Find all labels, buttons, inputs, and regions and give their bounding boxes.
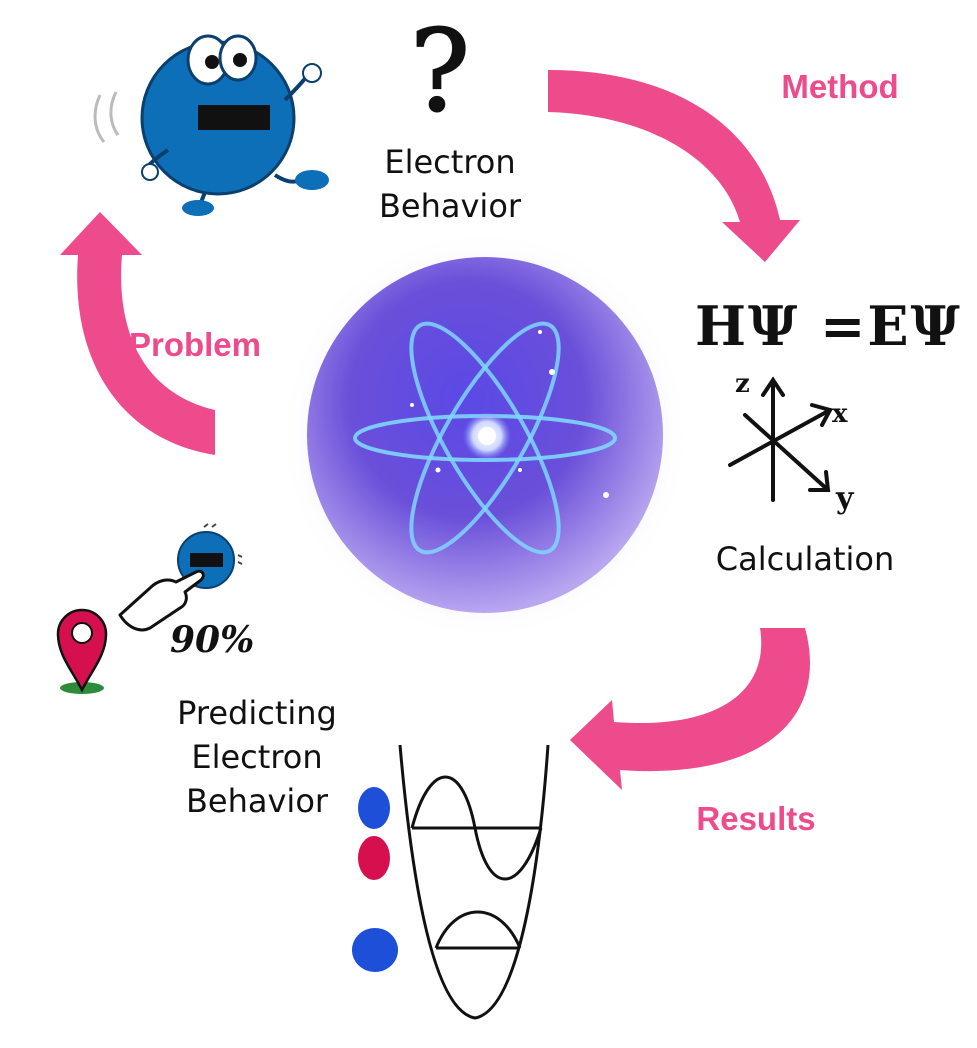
- predicting-label-line2: Electron: [191, 738, 322, 776]
- percent-label: 90%: [170, 619, 254, 661]
- method-label: Method: [781, 68, 898, 105]
- atom-sphere-icon: [280, 230, 690, 640]
- results-arrow: [570, 628, 810, 790]
- electron-character-icon: [93, 34, 329, 216]
- problem-label: Problem: [129, 326, 261, 363]
- predicting-label-line3: Behavior: [186, 782, 329, 820]
- axes-icon: [728, 376, 833, 502]
- axis-y-label: y: [835, 481, 855, 516]
- question-mark-icon: ?: [409, 6, 471, 138]
- potential-well-icon: [398, 744, 550, 1020]
- pointing-hand-icon: [118, 569, 205, 632]
- location-pin-icon: [56, 608, 108, 694]
- method-arrow: [548, 70, 800, 262]
- predicting-label-line1: Predicting: [177, 694, 337, 732]
- electron-behavior-label-line1: Electron: [384, 143, 515, 181]
- orbital-dots: [352, 787, 398, 972]
- axis-z-label: z: [735, 369, 750, 399]
- svg-text:?: ?: [410, 7, 470, 137]
- schrodinger-equation: HΨ =EΨ: [695, 294, 962, 358]
- results-label: Results: [696, 800, 815, 837]
- axis-x-label: x: [832, 399, 848, 429]
- calculation-label: Calculation: [716, 540, 895, 578]
- electron-behavior-label-line2: Behavior: [379, 187, 522, 225]
- problem-arrow: [60, 212, 215, 455]
